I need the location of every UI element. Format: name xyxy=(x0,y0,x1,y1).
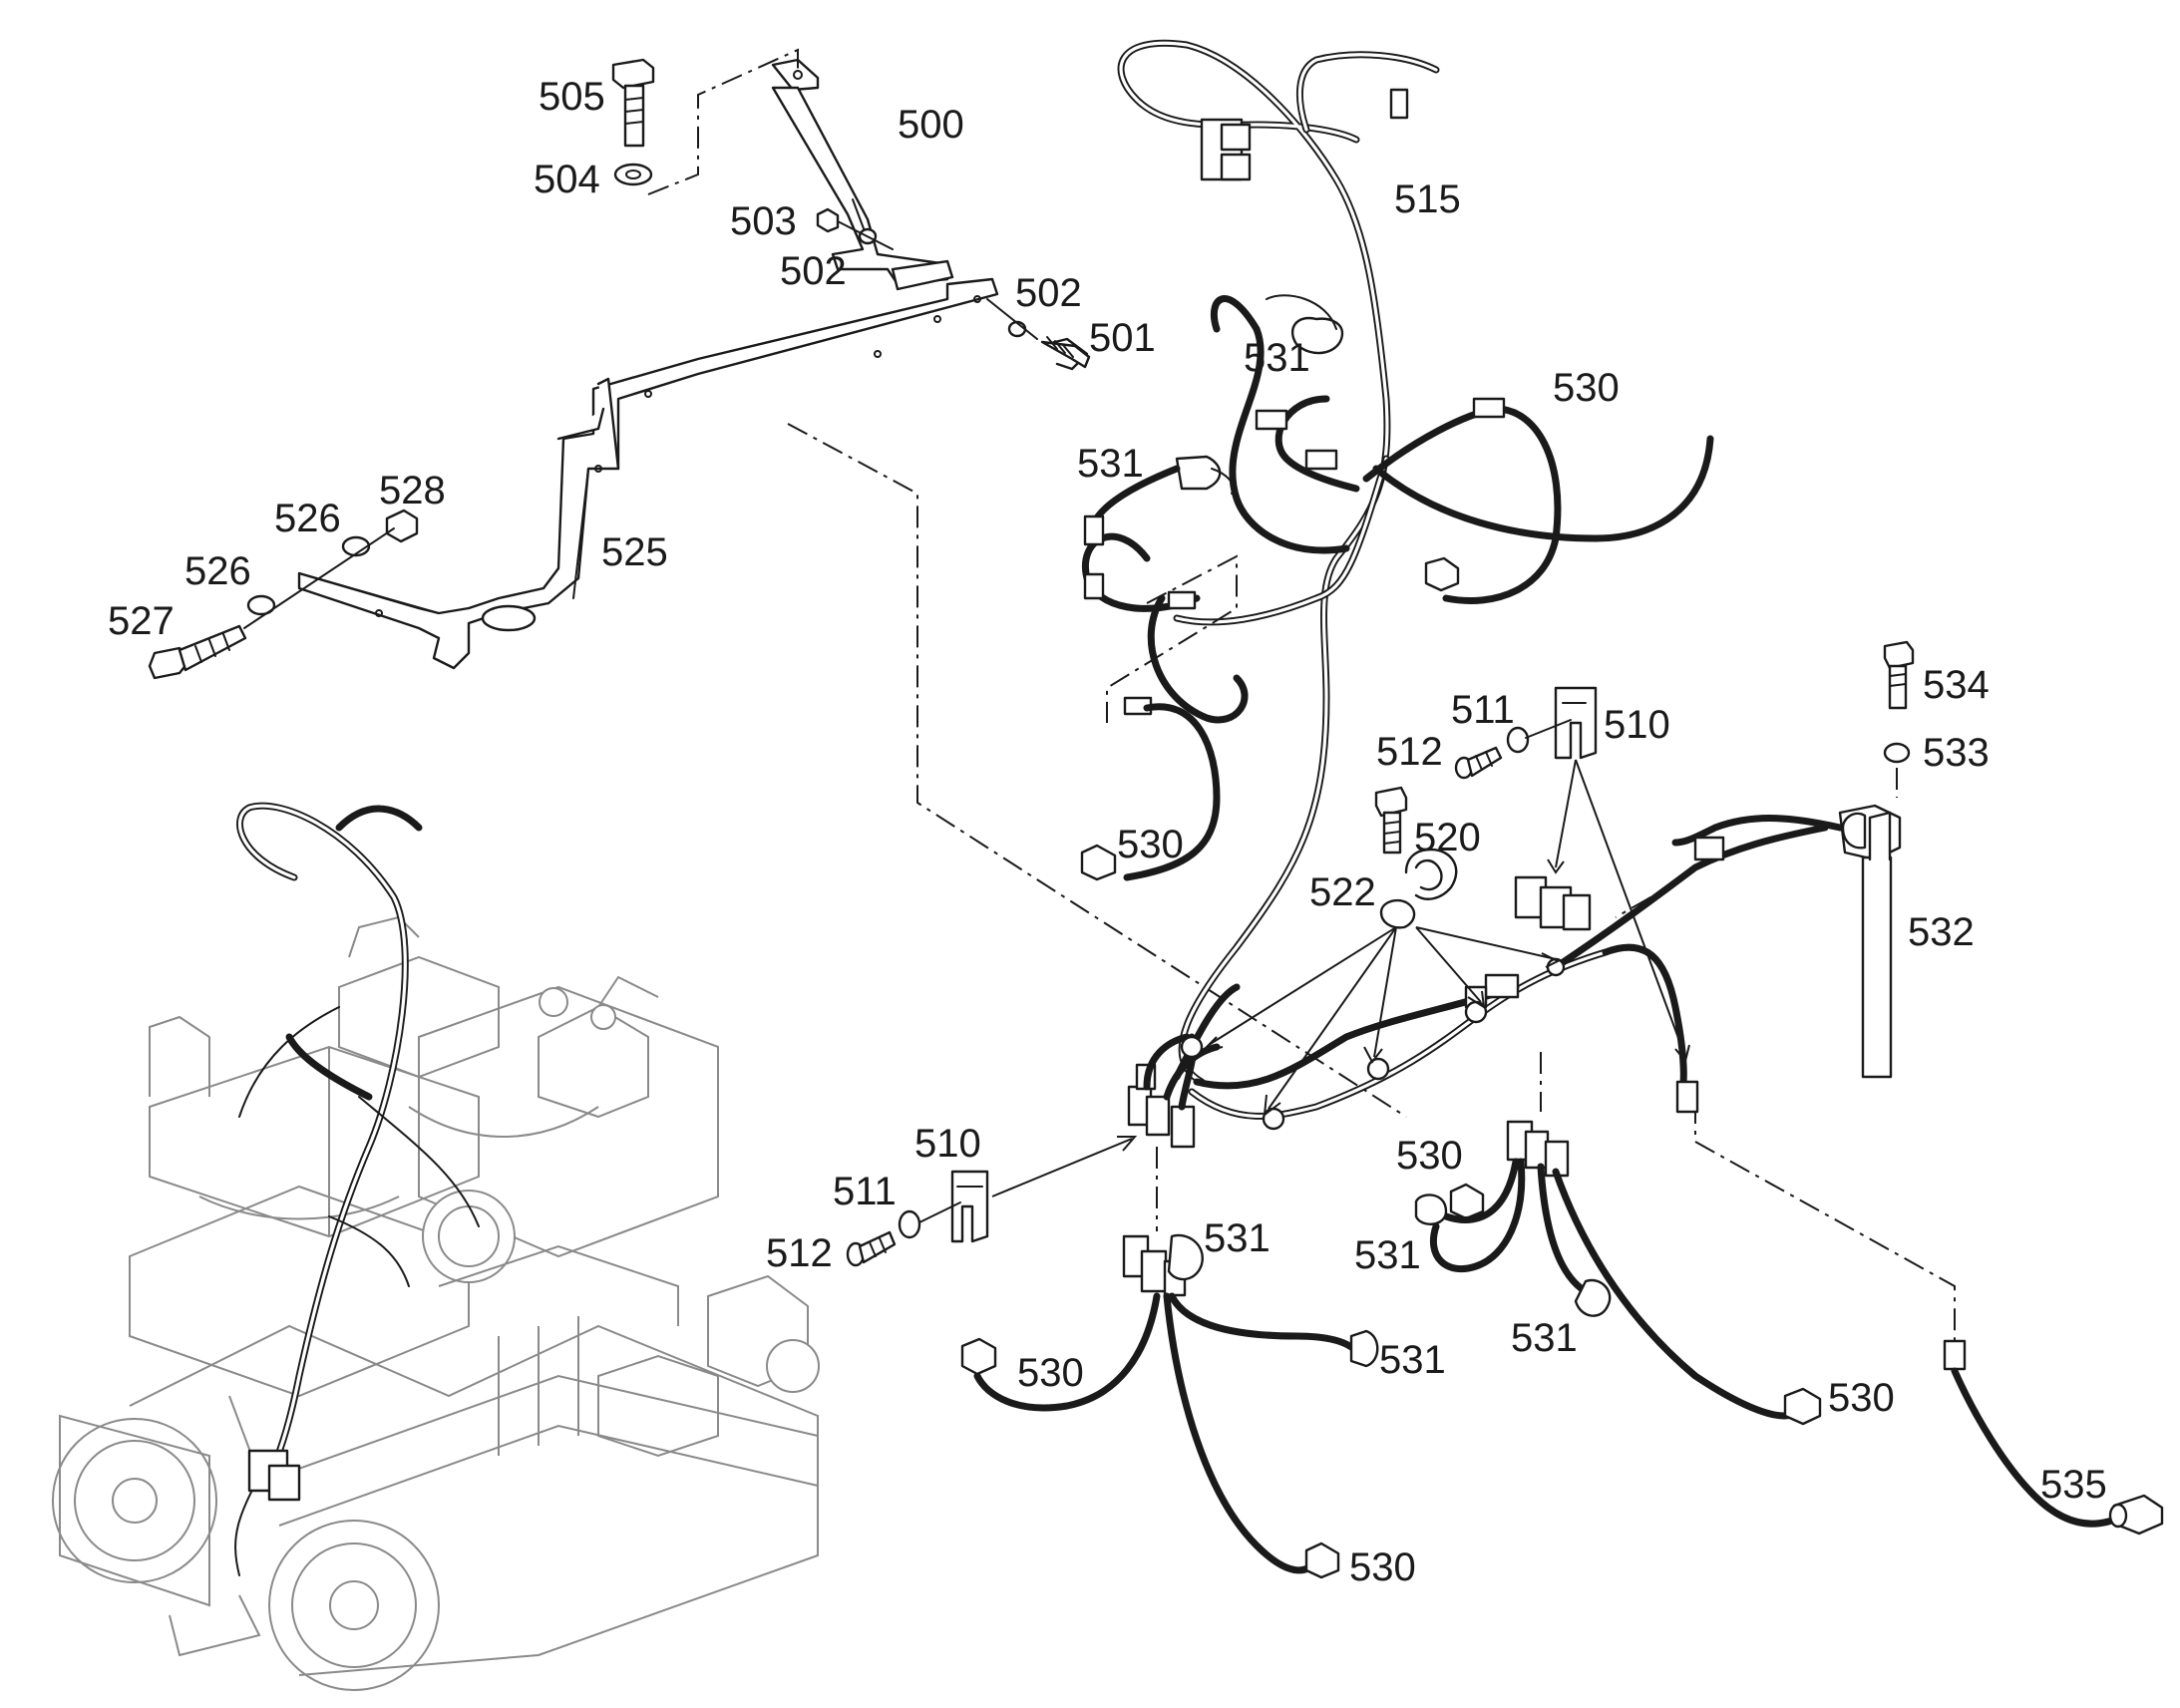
clip-510-upper xyxy=(1554,686,1598,760)
washer-526-lower xyxy=(246,594,276,616)
bolt-527 xyxy=(148,624,247,680)
bolt-534 xyxy=(1883,640,1915,710)
sensor-535 xyxy=(2108,1494,2164,1536)
callout-535: 535 xyxy=(2040,1463,2107,1507)
callout-530-b: 530 xyxy=(1117,823,1184,866)
screw-512-lower xyxy=(846,1230,897,1267)
screw-520 xyxy=(1374,786,1408,854)
bracket-500 xyxy=(771,58,954,291)
callout-526-b: 526 xyxy=(184,549,251,593)
callout-511-a: 511 xyxy=(1451,688,1515,732)
callout-530-c: 530 xyxy=(1396,1134,1463,1178)
harness-clips xyxy=(1180,957,1566,1131)
bolt-505 xyxy=(611,58,655,148)
sensor-530-lower-center xyxy=(1304,1541,1340,1579)
sensor-531-upper xyxy=(1290,316,1344,355)
connector-515-top xyxy=(1200,118,1252,181)
callout-531-e: 531 xyxy=(1379,1338,1446,1382)
callout-515: 515 xyxy=(1394,177,1461,221)
wiring-harness-515 xyxy=(1082,39,1829,1120)
washer-504 xyxy=(613,163,653,186)
callout-531-a: 531 xyxy=(1244,336,1310,380)
callout-520: 520 xyxy=(1414,816,1481,859)
washer-511-upper xyxy=(1506,726,1530,754)
connector-535-lower xyxy=(1943,1339,1967,1371)
washer-533 xyxy=(1883,742,1911,764)
callout-527: 527 xyxy=(108,599,175,643)
callout-510-b: 510 xyxy=(914,1122,981,1166)
callout-501: 501 xyxy=(1089,316,1156,360)
callout-502-b: 502 xyxy=(1015,271,1082,315)
callout-525: 525 xyxy=(601,530,668,574)
sensor-531-lower-center xyxy=(1349,1329,1379,1368)
cable-clamp-522 xyxy=(1379,848,1458,929)
callout-500: 500 xyxy=(898,103,964,147)
connector-535-upper xyxy=(1675,1080,1699,1114)
callout-labels: 505 504 500 503 502 502 501 528 526 526 … xyxy=(108,75,2107,1589)
transmission-assembly-drawing xyxy=(52,915,820,1691)
sensor-530-mid xyxy=(1080,844,1117,881)
callout-512-b: 512 xyxy=(766,1231,833,1275)
callout-530-a: 530 xyxy=(1553,366,1620,410)
sensor-531-lower-right xyxy=(1574,1278,1612,1317)
callout-512-a: 512 xyxy=(1376,730,1443,774)
callout-522: 522 xyxy=(1309,870,1376,914)
callout-531-c: 531 xyxy=(1204,1216,1271,1260)
callout-530-d: 530 xyxy=(1017,1351,1084,1395)
callout-526-a: 526 xyxy=(274,497,341,540)
callout-504: 504 xyxy=(534,158,600,201)
bracket-525 xyxy=(297,277,999,670)
connector-515-top-small xyxy=(1389,88,1409,120)
connector-cluster-lower-left xyxy=(1122,1234,1187,1297)
callout-532: 532 xyxy=(1908,910,1975,954)
nut-528 xyxy=(385,509,419,543)
callout-511-b: 511 xyxy=(833,1170,897,1213)
clip-510-lower xyxy=(950,1170,989,1243)
callout-528: 528 xyxy=(379,469,446,512)
callout-531-d: 531 xyxy=(1354,1233,1421,1277)
washer-511-lower xyxy=(898,1209,921,1239)
sensor-530-upper-right xyxy=(1424,556,1460,592)
sensor-530-lower-right xyxy=(1783,1387,1822,1426)
level-sensor-532 xyxy=(1838,804,1902,1079)
connector-block-upper xyxy=(1255,397,1506,471)
washer-526-upper xyxy=(341,535,371,557)
screw-512-upper xyxy=(1454,746,1503,780)
callout-510-a: 510 xyxy=(1604,703,1670,747)
callout-533: 533 xyxy=(1923,731,1990,775)
installed-harness-drawing xyxy=(234,802,480,1576)
callout-531-f: 531 xyxy=(1511,1316,1578,1360)
connector-cluster-center xyxy=(1514,875,1592,931)
callout-505: 505 xyxy=(539,75,605,119)
callout-531-b: 531 xyxy=(1077,442,1144,486)
callout-534: 534 xyxy=(1923,663,1990,707)
callout-503: 503 xyxy=(730,199,797,243)
sensor-531-lower-left xyxy=(1167,1233,1204,1281)
callout-530-f: 530 xyxy=(1349,1545,1416,1589)
sensor-530-lower-left xyxy=(960,1337,997,1376)
bolt-501 xyxy=(1040,336,1091,371)
sensor-531-lower-right-top xyxy=(1414,1194,1448,1225)
sensor-530-lower-right-top xyxy=(1449,1183,1485,1220)
nut-503 xyxy=(816,207,840,233)
callout-502-a: 502 xyxy=(780,249,847,293)
sensor-531-mid xyxy=(1175,455,1222,491)
callout-530-e: 530 xyxy=(1828,1376,1895,1420)
